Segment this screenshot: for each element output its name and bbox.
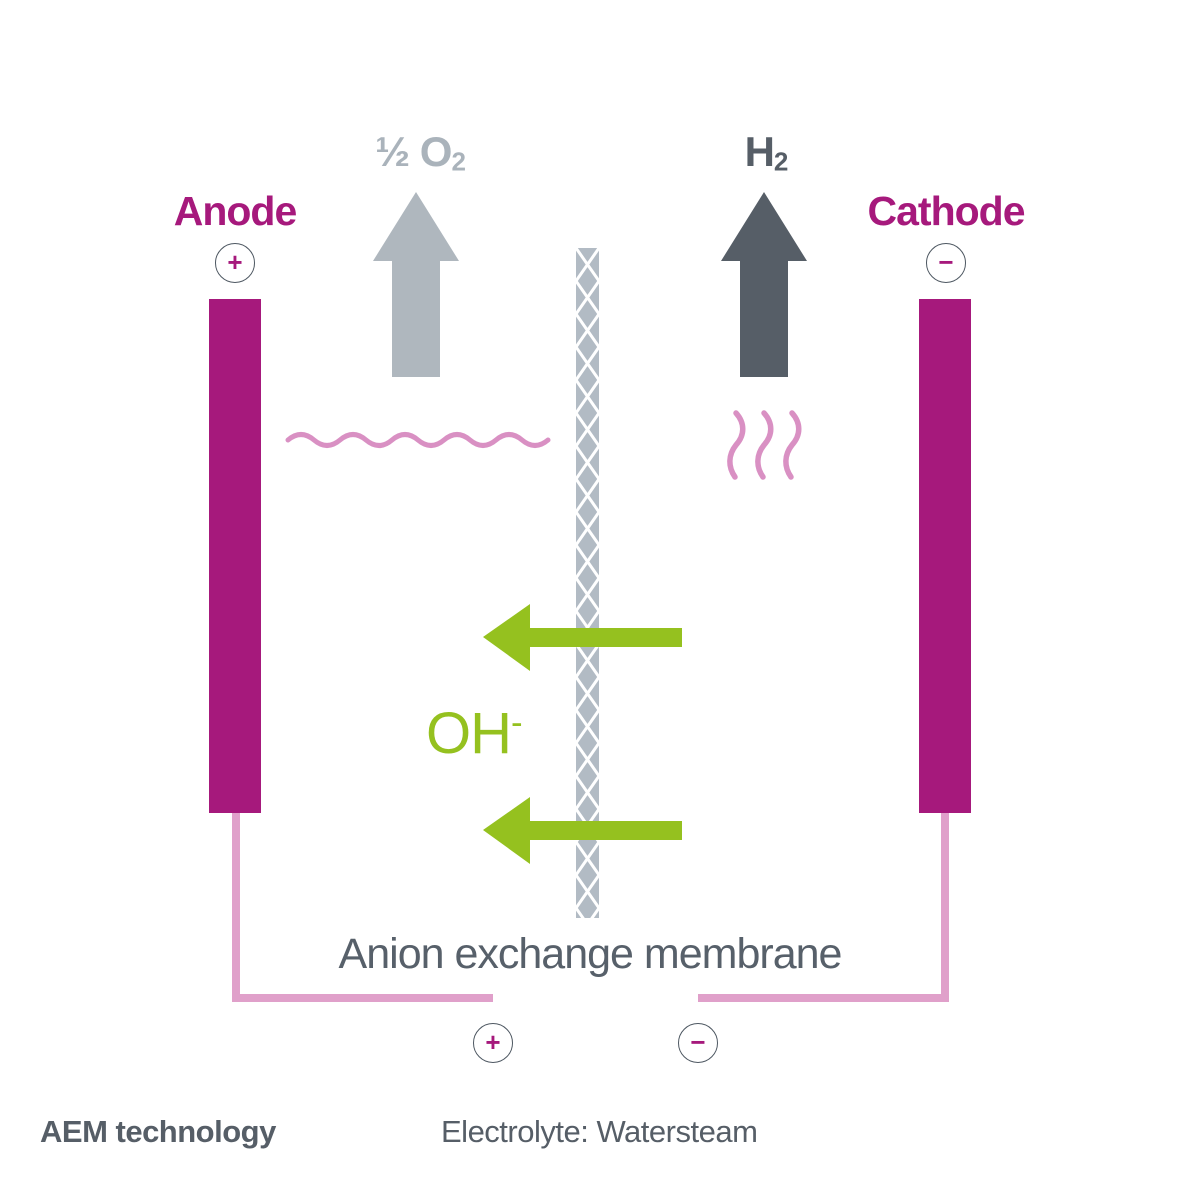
plus-sign: + — [485, 1027, 501, 1057]
anode-wire-vertical — [232, 813, 240, 1002]
power-positive-terminal-icon: + — [473, 1023, 513, 1063]
hydrogen-label: H2 — [744, 128, 789, 177]
hydroxide-arrow-bottom-icon — [483, 797, 682, 864]
footer-electrolyte-label: Electrolyte: Watersteam — [441, 1114, 758, 1149]
water-wave-icon — [283, 425, 553, 451]
oxygen-label-base: ½ O — [375, 128, 452, 175]
membrane-graphic — [576, 248, 599, 918]
cathode-electrode — [919, 299, 971, 813]
oxygen-label-subscript: 2 — [451, 146, 466, 177]
hydroxide-label-base: OH — [426, 701, 512, 766]
hydroxide-label: OH- — [426, 702, 523, 763]
minus-sign: − — [690, 1027, 706, 1057]
cathode-terminal-icon: − — [926, 243, 966, 283]
anode-electrode — [209, 299, 261, 813]
hydrogen-label-base: H — [744, 128, 775, 175]
cathode-wire-horizontal — [698, 994, 949, 1002]
hydrogen-up-arrow-icon — [721, 192, 807, 377]
anode-title: Anode — [173, 188, 298, 234]
hydrogen-label-subscript: 2 — [773, 146, 789, 177]
anode-wire-horizontal — [232, 994, 493, 1002]
footer-technology-label: AEM technology — [40, 1114, 276, 1149]
oxygen-label: ½ O2 — [375, 128, 466, 177]
cathode-wire-vertical — [941, 813, 949, 1002]
cathode-title: Cathode — [867, 188, 1026, 234]
minus-sign: − — [938, 247, 954, 277]
membrane-caption: Anion exchange membrane — [338, 930, 843, 978]
steam-icon — [722, 408, 806, 482]
power-negative-terminal-icon: − — [678, 1023, 718, 1063]
oxygen-up-arrow-icon — [373, 192, 459, 377]
plus-sign: + — [227, 247, 243, 277]
hydroxide-label-superscript: - — [511, 702, 523, 742]
anode-terminal-icon: + — [215, 243, 255, 283]
hydroxide-arrow-top-icon — [483, 604, 682, 671]
